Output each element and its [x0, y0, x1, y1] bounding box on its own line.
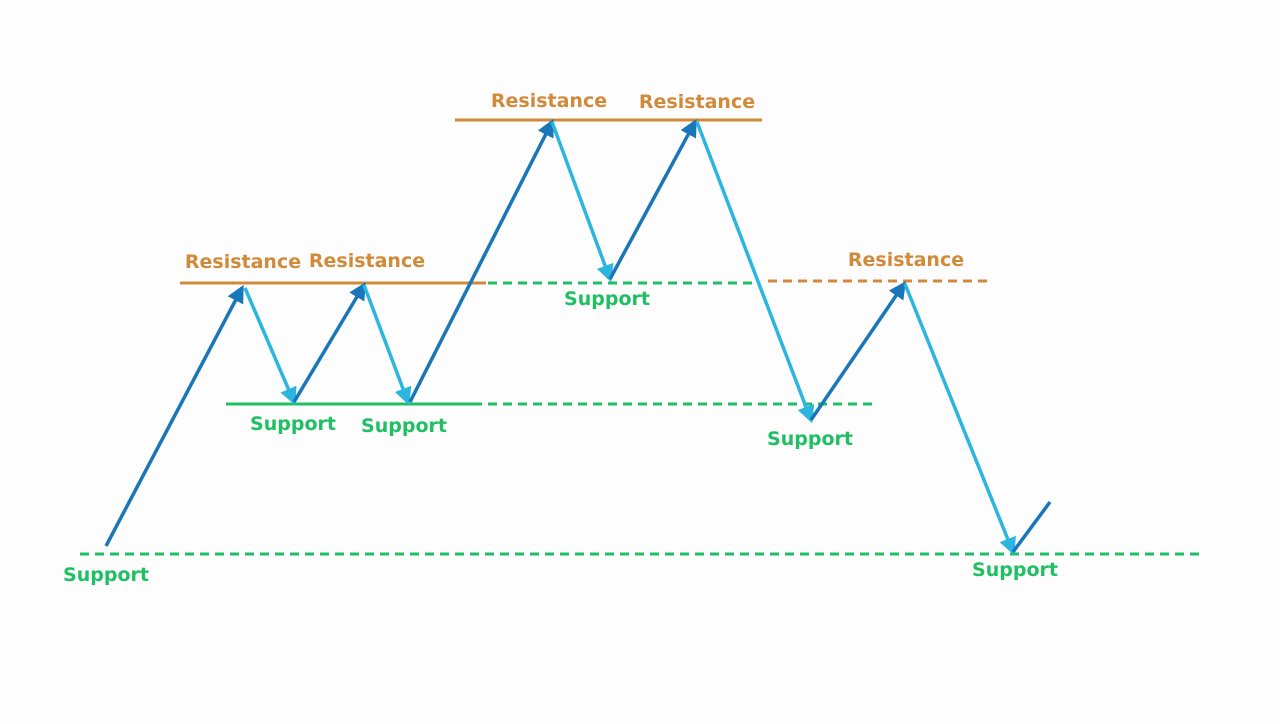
- resistance-labels: Resistance Resistance Resistance Resista…: [185, 90, 964, 273]
- resistance-lines: [180, 118, 990, 285]
- arrow-up-partial: [1011, 500, 1052, 554]
- arrow-down: [550, 121, 614, 283]
- arrow-up: [292, 281, 366, 403]
- support-label: Support: [361, 415, 447, 437]
- arrow-up: [809, 281, 906, 421]
- support-label: Support: [972, 559, 1058, 581]
- arrow-down: [695, 121, 815, 424]
- price-path-arrows: [104, 118, 1052, 556]
- support-labels: Support Support Support Support Support …: [63, 288, 1058, 586]
- resistance-label: Resistance: [309, 250, 425, 272]
- arrow-up: [408, 118, 554, 403]
- support-label: Support: [250, 413, 336, 435]
- arrow-down: [243, 287, 297, 406]
- support-lines: [80, 281, 1202, 556]
- resistance-label: Resistance: [848, 249, 964, 271]
- support-label: Support: [767, 428, 853, 450]
- arrow-up: [104, 284, 244, 547]
- resistance-label: Resistance: [491, 90, 607, 112]
- resistance-label: Resistance: [639, 91, 755, 113]
- arrow-down: [362, 284, 412, 406]
- arrow-down: [903, 283, 1016, 556]
- support-label: Support: [63, 564, 149, 586]
- arrow-up: [608, 118, 697, 280]
- support-label: Support: [564, 288, 650, 310]
- resistance-label: Resistance: [185, 251, 301, 273]
